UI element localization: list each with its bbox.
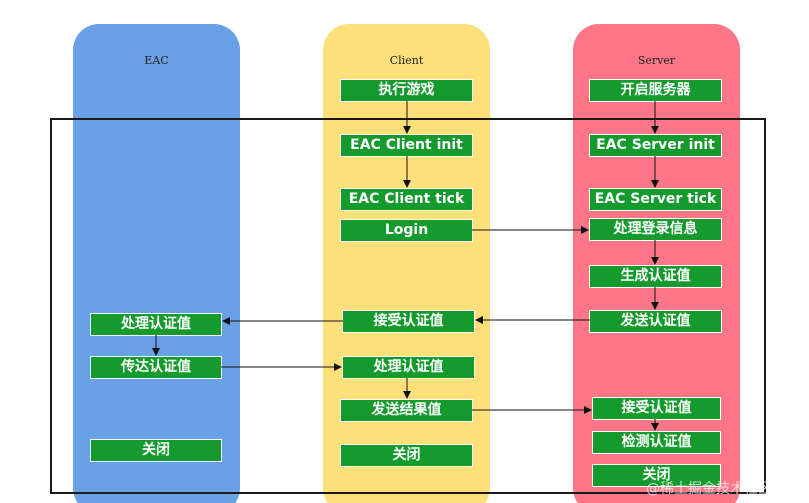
node-eac-client-init: EAC Client init — [340, 134, 473, 157]
node-server-receive-auth: 接受认证值 — [592, 397, 721, 420]
lane-title-client: Client — [389, 54, 424, 67]
node-server-close: 关闭 — [592, 464, 721, 487]
node-client-process-auth: 处理认证值 — [342, 356, 475, 379]
node-eac-server-init: EAC Server init — [589, 134, 722, 157]
node-start-game: 执行游戏 — [340, 79, 473, 102]
node-eac-server-tick: EAC Server tick — [589, 188, 722, 211]
node-start-server: 开启服务器 — [589, 79, 722, 102]
node-eac-close: 关闭 — [90, 439, 222, 462]
node-send-auth: 发送认证值 — [589, 310, 722, 333]
lane-title-server: Server — [637, 54, 676, 67]
node-generate-auth: 生成认证值 — [589, 265, 722, 288]
node-client-close: 关闭 — [340, 444, 473, 467]
loop-frame — [50, 118, 766, 494]
node-client-receive-auth: 接受认证值 — [342, 310, 475, 333]
lane-title-eac: EAC — [144, 54, 169, 67]
watermark: @稀土掘金技术社区 — [646, 481, 772, 497]
node-send-result: 发送结果值 — [340, 399, 473, 422]
node-eac-process-auth: 处理认证值 — [90, 313, 222, 336]
node-login: Login — [340, 219, 473, 242]
node-eac-client-tick: EAC Client tick — [340, 188, 473, 211]
node-process-login: 处理登录信息 — [589, 218, 722, 241]
node-verify-auth: 检测认证值 — [592, 431, 721, 454]
node-eac-pass-auth: 传达认证值 — [90, 356, 222, 379]
lane-eac — [73, 24, 240, 503]
